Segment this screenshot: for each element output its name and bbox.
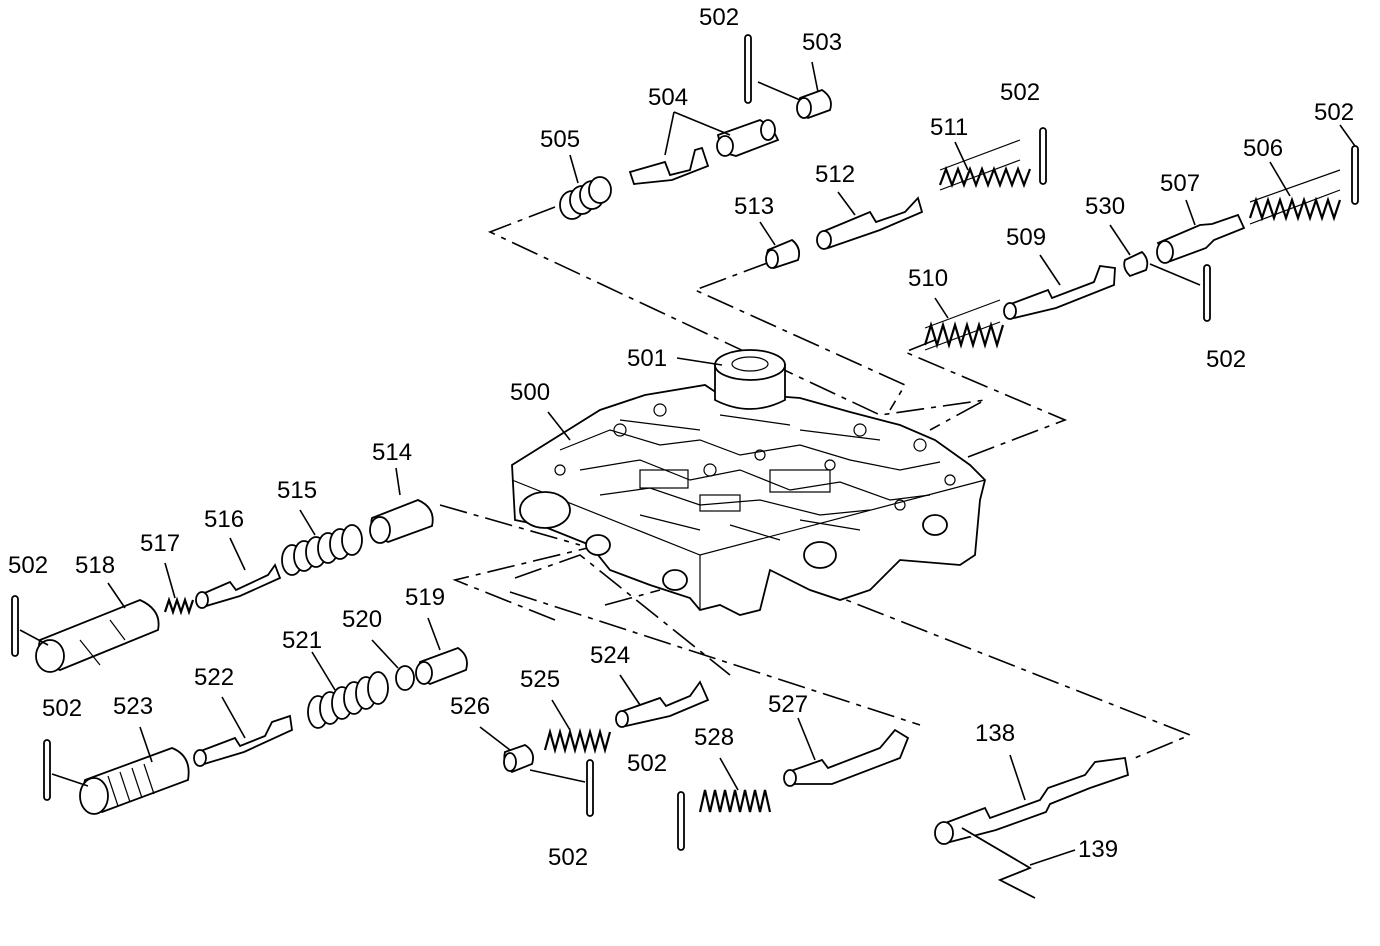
label-521: 521 (282, 627, 322, 654)
label-502-h: 502 (548, 844, 588, 871)
label-503: 503 (802, 29, 842, 56)
pin-139 (961, 827, 1036, 899)
label-504: 504 (648, 84, 688, 111)
sleeve-518 (35, 599, 160, 673)
label-519: 519 (405, 584, 445, 611)
label-502-d: 502 (1206, 346, 1246, 373)
pin-502-left-1 (11, 595, 19, 657)
pin-502-left-2 (43, 739, 51, 801)
plug-514 (369, 499, 434, 544)
label-502-c: 502 (1314, 99, 1354, 126)
valve-516 (195, 563, 282, 609)
plug-526 (503, 744, 534, 774)
label-502-f: 502 (42, 695, 82, 722)
label-530: 530 (1085, 193, 1125, 220)
valve-body (511, 384, 986, 616)
spring-528 (698, 789, 772, 813)
ring-520 (395, 665, 415, 691)
label-502-b: 502 (1000, 79, 1040, 106)
label-528: 528 (694, 724, 734, 751)
label-138: 138 (975, 720, 1015, 747)
spring-510 (923, 299, 1005, 351)
pin-502-right-1 (1039, 127, 1047, 185)
label-502-a: 502 (699, 4, 739, 31)
label-514: 514 (372, 439, 412, 466)
plug-503 (796, 88, 832, 120)
label-520: 520 (342, 606, 382, 633)
label-512: 512 (815, 161, 855, 188)
label-510: 510 (908, 265, 948, 292)
label-513: 513 (734, 193, 774, 220)
spring-511 (938, 139, 1032, 191)
label-509: 509 (1006, 224, 1046, 251)
spring-521 (307, 671, 389, 729)
label-527: 527 (768, 691, 808, 718)
valve-512 (816, 196, 924, 250)
label-522: 522 (194, 664, 234, 691)
valve-509 (1003, 265, 1116, 320)
label-505: 505 (540, 126, 580, 153)
spring-505 (559, 176, 612, 220)
label-507: 507 (1160, 170, 1200, 197)
valve-138 (934, 756, 1130, 845)
valve-524 (615, 680, 710, 728)
label-501: 501 (627, 345, 667, 372)
label-511: 511 (930, 114, 968, 141)
plug-530 (1123, 250, 1149, 278)
spring-525 (543, 727, 612, 755)
label-506: 506 (1243, 135, 1283, 162)
pin-502-top (744, 34, 752, 104)
label-525: 525 (520, 666, 560, 693)
leader-lines (19, 61, 1356, 866)
label-523: 523 (113, 693, 153, 720)
label-526: 526 (450, 693, 490, 720)
pin-502-mid (1203, 264, 1211, 322)
label-502-g: 502 (627, 750, 667, 777)
label-524: 524 (590, 642, 630, 669)
spring-506 (1248, 169, 1342, 225)
label-515: 515 (277, 477, 317, 504)
label-517: 517 (140, 530, 180, 557)
spring-517 (163, 596, 195, 616)
valve-522 (193, 714, 293, 767)
pin-502-bottom-2 (677, 791, 685, 851)
assembly-guide-lines (439, 206, 1193, 761)
sleeve-523 (79, 747, 190, 815)
valve-527 (783, 728, 910, 787)
callout-labels: 502 503 504 505 511 502 502 506 512 513 … (8, 4, 1354, 871)
label-139: 139 (1078, 836, 1118, 863)
pin-502-bottom-1 (586, 759, 594, 817)
plug-513 (765, 238, 801, 270)
label-516: 516 (204, 506, 244, 533)
pin-502-right-2 (1351, 145, 1359, 205)
label-518: 518 (75, 552, 115, 579)
label-502-e: 502 (8, 552, 48, 579)
accumulator-housing (714, 349, 786, 410)
plug-519 (415, 646, 468, 685)
valve-507 (1156, 213, 1246, 264)
label-500: 500 (510, 379, 550, 406)
valve-504 (628, 119, 780, 185)
spring-515 (281, 524, 363, 576)
